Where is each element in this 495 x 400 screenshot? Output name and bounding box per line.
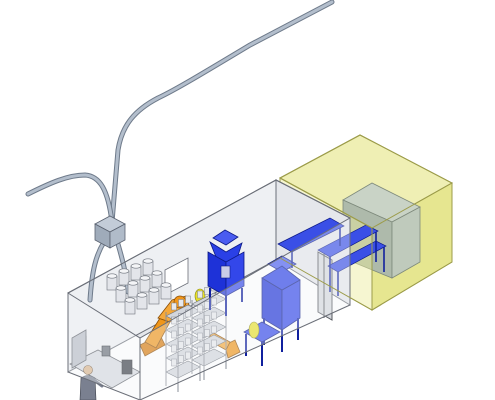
extension-outline: [279, 134, 453, 311]
rack-item: [211, 297, 217, 306]
canister-lid: [127, 280, 139, 286]
shelving-racks: [165, 283, 227, 392]
rack-item: [211, 311, 217, 320]
rack-item: [211, 339, 217, 348]
extension-top-back-edge: [371, 182, 453, 229]
control-console: [69, 329, 141, 400]
process-cap: [261, 265, 301, 291]
branch-pipe: [26, 173, 114, 224]
pipe-down-left-inner: [88, 240, 106, 302]
doorway: [317, 251, 333, 321]
extension-edges: [279, 134, 453, 311]
room-top-right-edge: [275, 179, 351, 219]
canister-storage: [106, 258, 172, 315]
room-top-left-edge: [67, 179, 277, 294]
canister-lid: [118, 268, 130, 274]
tank-side: [391, 206, 421, 279]
junction-right: [109, 223, 126, 249]
rack-item: [171, 344, 177, 353]
rack-item: [197, 332, 203, 341]
rack-item: [204, 287, 210, 295]
rack-item: [211, 325, 217, 334]
rack-item: [185, 351, 191, 360]
console-panel-3: [101, 345, 111, 357]
canister-lid: [106, 273, 118, 279]
rack-item: [178, 313, 184, 321]
room-left-wall: [67, 292, 141, 400]
canister-lid: [160, 282, 172, 288]
canister-lid: [151, 270, 163, 276]
blue-hopper-machine: [207, 229, 245, 316]
hopper-top: [212, 229, 239, 246]
rack-item: [197, 290, 203, 299]
pipe-down-right-inner: [116, 242, 130, 294]
pipe-network: [25, 0, 335, 303]
rack-item: [197, 346, 203, 355]
rack-item: [171, 302, 177, 311]
rack-item: [171, 330, 177, 339]
rack-item: [178, 299, 184, 307]
rack-item: [171, 358, 177, 367]
hopper-body-side: [225, 251, 245, 297]
rack-item: [185, 323, 191, 332]
canister-lid: [139, 275, 151, 281]
canister-lid: [148, 287, 160, 293]
yellow-disc-right: [248, 321, 260, 339]
canister-lid: [130, 263, 142, 269]
room-glass-front: [67, 179, 351, 400]
hopper-window: [220, 265, 231, 279]
canister-lid: [115, 285, 127, 291]
operator-head: [83, 365, 93, 375]
rack-item: [197, 318, 203, 327]
rack-item: [197, 304, 203, 313]
canister-lid: [124, 297, 136, 303]
console-cabinet: [71, 329, 87, 369]
console-panel-2: [121, 359, 133, 375]
rack-item: [185, 295, 191, 304]
canister-lid: [142, 258, 154, 264]
blue-process-machine: [243, 255, 301, 366]
extension-top-edge: [279, 177, 373, 229]
main-pipe: [110, 0, 334, 224]
rail-top: [277, 217, 345, 253]
junction-box: [94, 215, 126, 249]
rack-item: [185, 337, 191, 346]
canister-lid: [136, 292, 148, 298]
